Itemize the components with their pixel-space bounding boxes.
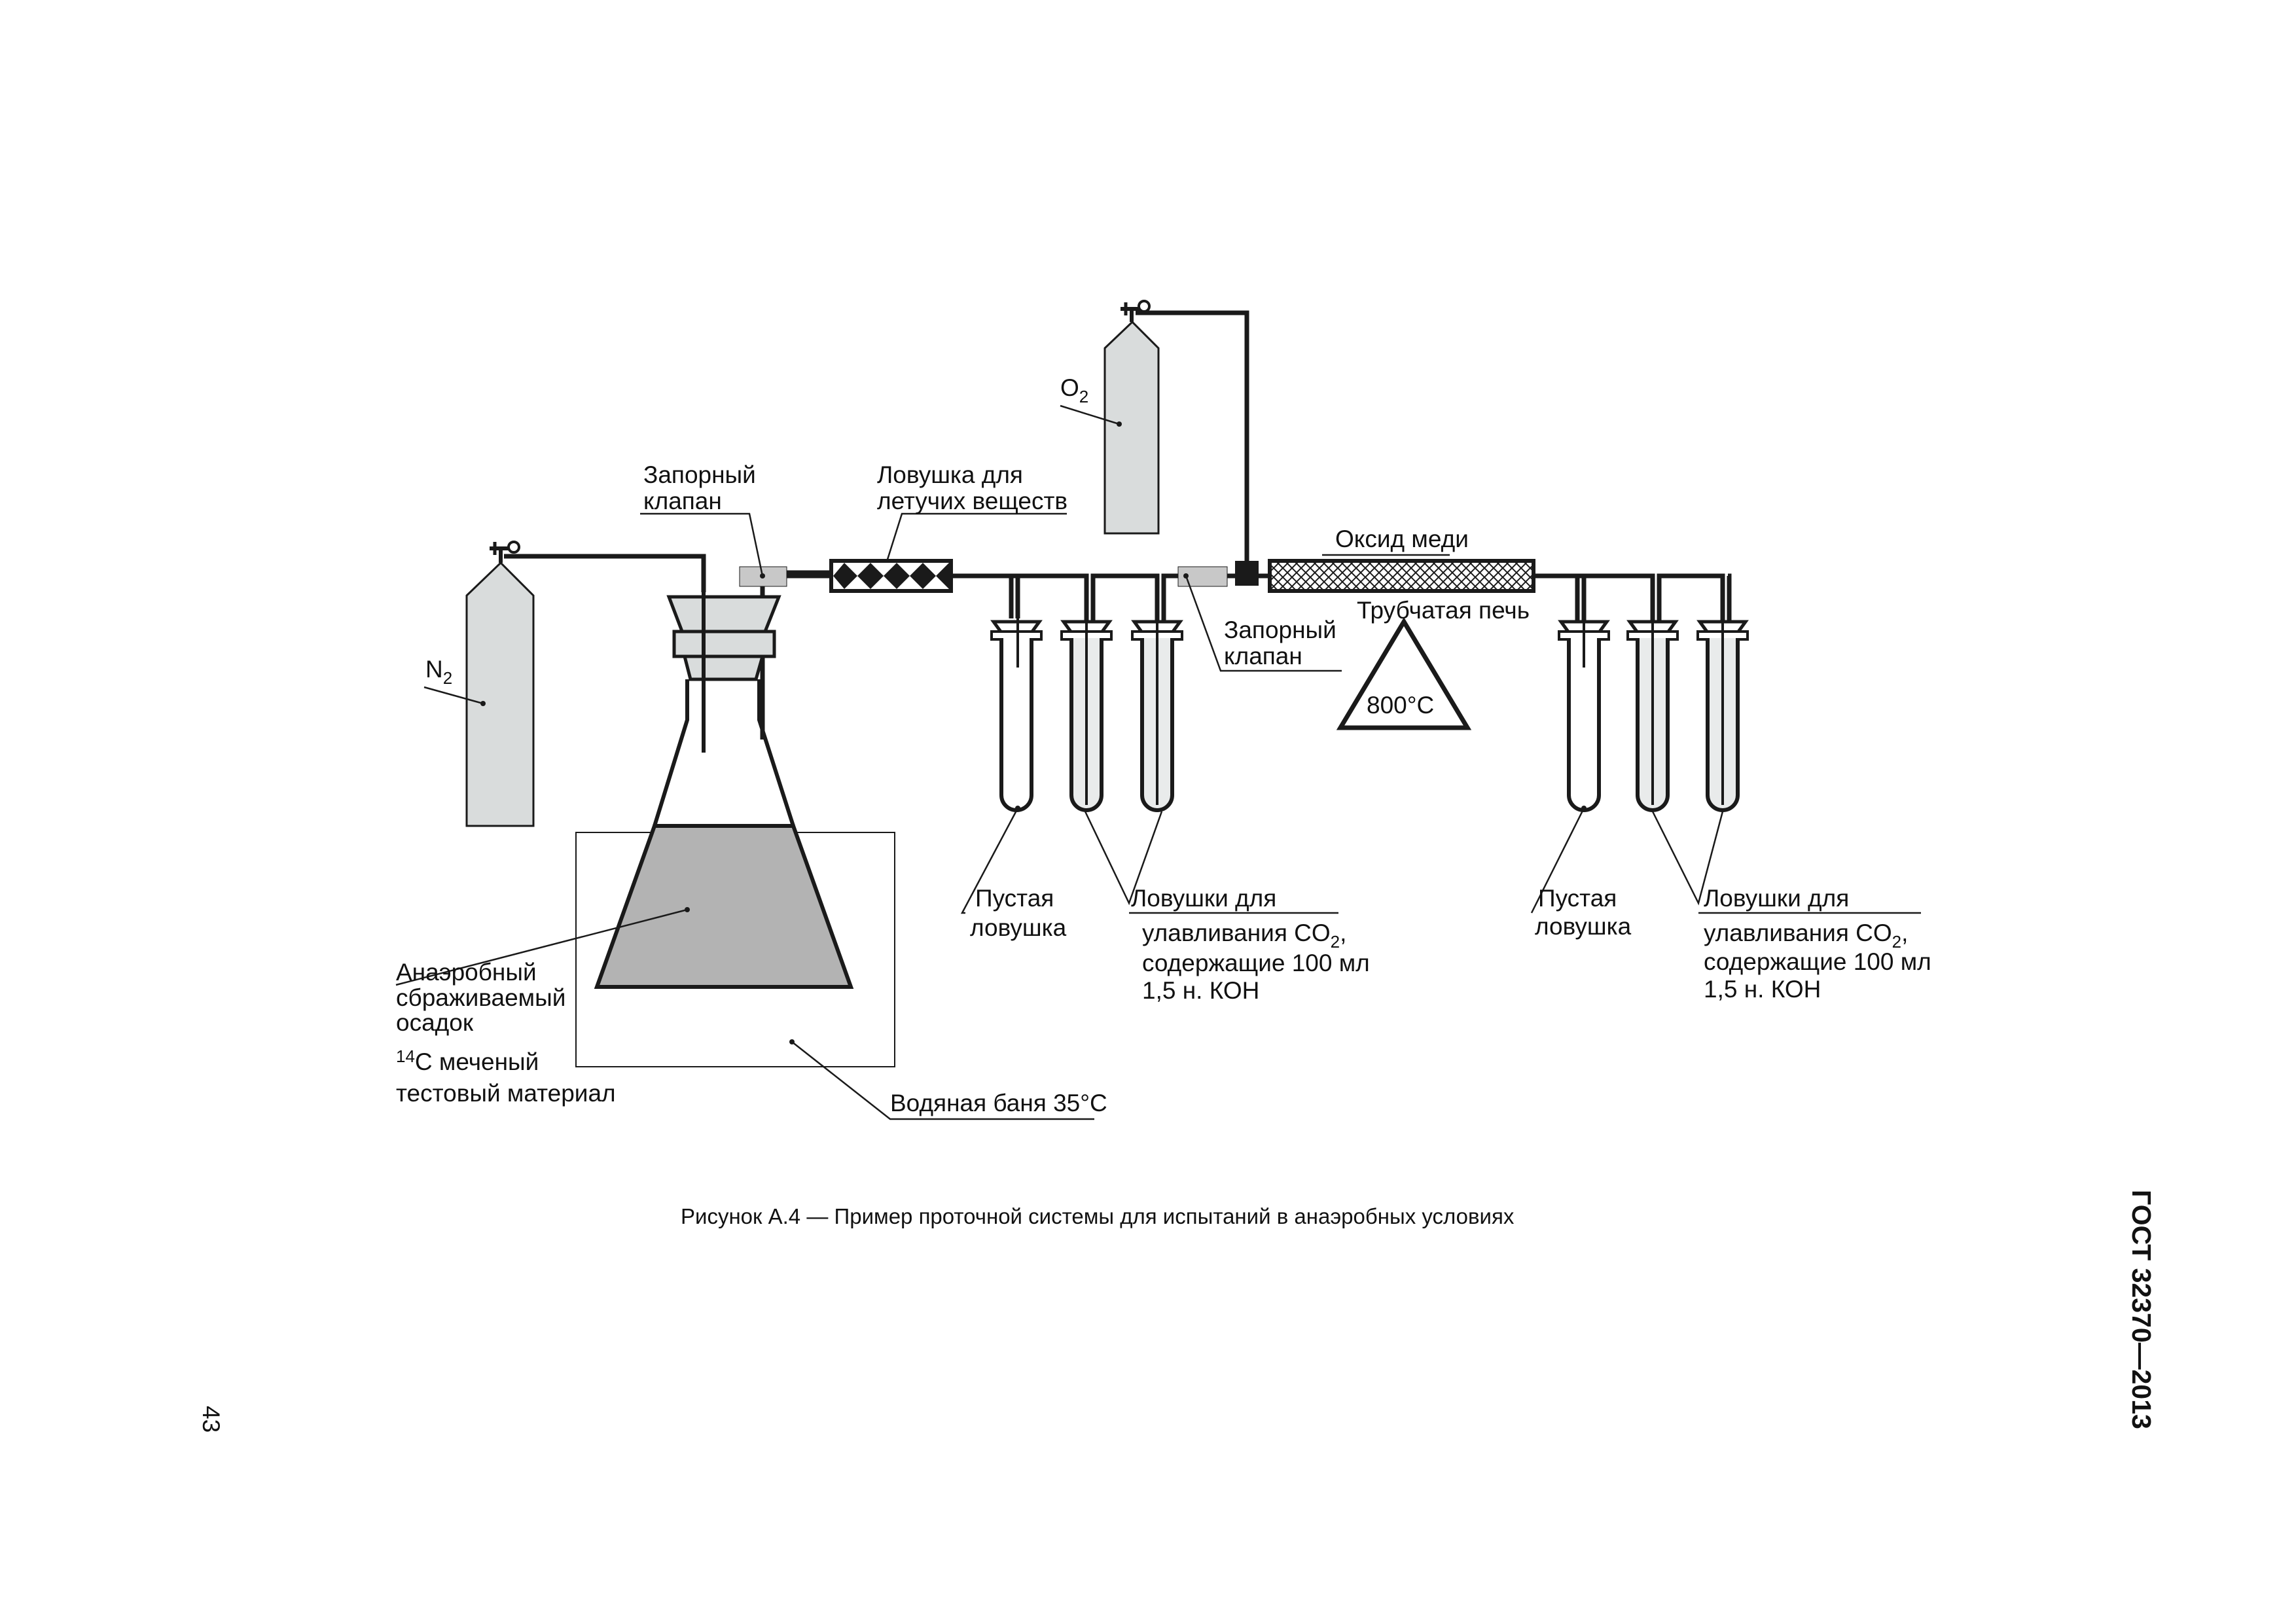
gas-lines	[504, 310, 1732, 740]
sludge-fill	[594, 824, 854, 989]
co2-trap-left-1	[1060, 620, 1113, 812]
valve1-label-line1: Запорный	[643, 461, 756, 488]
valve2-label-line1: Запорный	[1224, 616, 1336, 643]
empty-trap-right-label-line1: Пустая	[1538, 885, 1617, 912]
co2-traps-left-label-line4: 1,5 н. КОН	[1142, 977, 1259, 1004]
sludge-label-line1: Анаэробный	[396, 959, 537, 986]
empty-trap-left-label-line2: ловушка	[970, 914, 1067, 941]
shutoff-valve-1	[739, 566, 787, 587]
n2-cylinder	[465, 541, 535, 827]
trap-link-1	[1009, 573, 1089, 622]
sludge-label-leader	[395, 908, 688, 986]
valve2-label-leader	[1185, 575, 1342, 672]
trap-link-3	[1161, 573, 1178, 622]
copper-oxide-tube	[1268, 559, 1535, 593]
n2-label-leader	[423, 686, 484, 705]
co2-traps-right-leader	[1651, 811, 1724, 906]
co2-trap-right-1	[1626, 620, 1679, 812]
volatile-trap	[829, 559, 953, 593]
volatile-trap-label-line2: летучих веществ	[877, 488, 1067, 514]
n2-regulator-gauge-icon	[507, 541, 520, 554]
right-trap-link-2	[1657, 573, 1725, 622]
valve2-label-line2: клапан	[1224, 643, 1302, 669]
empty-trap-right	[1558, 620, 1610, 812]
copper-oxide-label: Оксид меди	[1335, 526, 1469, 552]
valve1-label-line2: клапан	[643, 488, 722, 514]
co2-traps-left-label-line1: Ловушки для	[1131, 885, 1276, 912]
figure-caption: Рисунок А.4 — Пример проточной системы д…	[681, 1204, 1515, 1228]
co2-traps-right-label-line4: 1,5 н. КОН	[1704, 976, 1821, 1003]
empty-trap-right-leader	[1530, 808, 1585, 914]
furnace-heater-icon	[1336, 617, 1472, 730]
co2-traps-left-label-line2: улавливания CO2,	[1142, 919, 1346, 952]
o2-junction	[1235, 561, 1259, 586]
n2-label: N2	[425, 656, 452, 688]
sludge-label-line3: осадок	[396, 1009, 474, 1036]
valve1-label-leader	[640, 512, 764, 577]
furnace-temp-label: 800°C	[1367, 692, 1434, 719]
empty-trap-left-label-line1: Пустая	[975, 885, 1054, 912]
o2-regulator-gauge-icon	[1138, 300, 1151, 313]
co2-traps-right-label-line3: содержащие 100 мл	[1704, 948, 1931, 975]
o2-supply-line	[1136, 310, 1249, 562]
o2-cylinder	[1103, 300, 1160, 535]
trap-manifold-line	[951, 573, 1020, 618]
test-material-label-line1: 14C меченый	[396, 1046, 539, 1075]
test-material-label-line2: тестовый материал	[396, 1080, 616, 1107]
water-bath-label: Водяная баня 35°C	[890, 1090, 1107, 1116]
co2-traps-left-label-line3: содержащие 100 мл	[1142, 950, 1370, 976]
co2-traps-right-label-line1: Ловушки для	[1704, 885, 1849, 912]
o2-label-leader	[1060, 404, 1120, 425]
co2-traps-left-leader	[1084, 811, 1163, 906]
page-number: 43	[198, 1406, 224, 1433]
right-trap-link-1	[1575, 573, 1655, 622]
co2-trap-left-2	[1131, 620, 1183, 812]
co2-traps-right-label-line2: улавливания CO2,	[1704, 919, 1908, 952]
reaction-flask	[594, 592, 854, 989]
tube-furnace-label: Трубчатая печь	[1357, 597, 1530, 624]
water-bath-label-leader	[791, 1041, 1094, 1120]
empty-trap-left-leader	[960, 808, 1019, 914]
trap-link-2	[1090, 573, 1160, 622]
right-trap-link-3	[1727, 573, 1732, 622]
o2-label: O2	[1060, 374, 1088, 406]
n2-supply-line	[504, 554, 706, 592]
volatile-trap-label-line1: Ловушка для	[877, 461, 1023, 488]
empty-trap-left	[990, 618, 1043, 812]
empty-trap-right-label-line2: ловушка	[1535, 913, 1632, 940]
volatile-trap-label-leader	[886, 512, 1067, 562]
document-header-vertical: ГОСТ 32370—2013	[2126, 1190, 2157, 1429]
sludge-label-line2: сбраживаемый	[396, 984, 565, 1011]
co2-trap-right-2	[1696, 620, 1749, 812]
